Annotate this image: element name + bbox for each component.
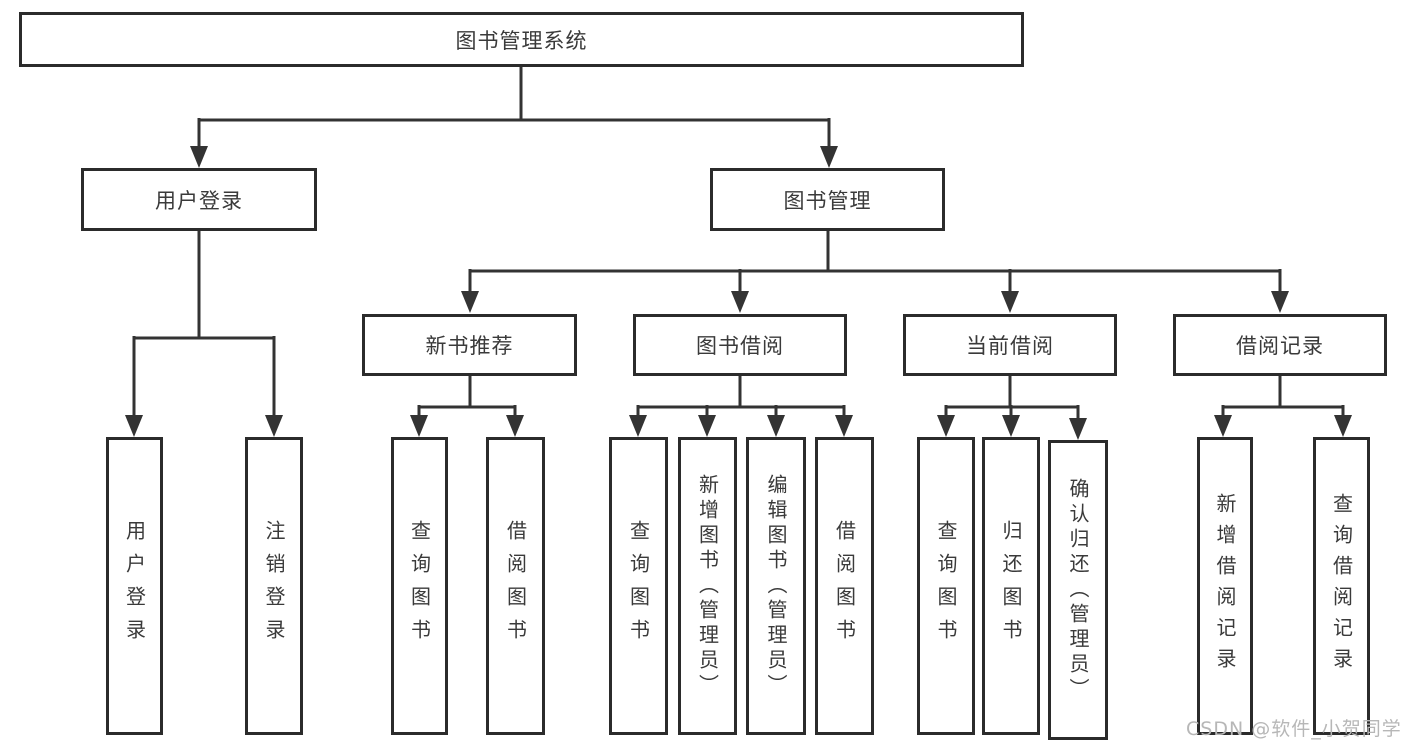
leaf-borrow-books-recommend: 借阅图书	[486, 437, 545, 735]
node-book-borrowing-label: 图书借阅	[696, 334, 784, 358]
leaf-return-book: 归还图书	[982, 437, 1040, 735]
node-current-borrowing: 当前借阅	[903, 314, 1117, 376]
leaf-user-login: 用户登录	[106, 437, 163, 735]
arrowhead-icons	[125, 146, 1352, 440]
leaf-query-books-borrowing-label: 查询图书	[626, 520, 651, 652]
node-root: 图书管理系统	[19, 12, 1024, 67]
node-user-login: 用户登录	[81, 168, 317, 231]
connector-lines	[132, 67, 1345, 423]
node-borrowing-records-label: 借阅记录	[1236, 334, 1324, 358]
leaf-add-book-admin: 新增图书（管理员）	[678, 437, 737, 735]
leaf-logout: 注销登录	[245, 437, 303, 735]
leaf-add-borrow-record: 新增借阅记录	[1197, 437, 1253, 735]
node-book-management: 图书管理	[710, 168, 945, 231]
leaf-query-borrow-record-label: 查询借阅记录	[1329, 493, 1354, 679]
node-book-management-label: 图书管理	[783, 188, 872, 213]
leaf-edit-book-admin: 编辑图书（管理员）	[746, 437, 806, 735]
node-root-label: 图书管理系统	[455, 28, 588, 53]
leaf-borrow-books-borrowing: 借阅图书	[815, 437, 874, 735]
leaf-query-books-borrowing: 查询图书	[609, 437, 668, 735]
node-current-borrowing-label: 当前借阅	[966, 334, 1054, 358]
leaf-return-book-label: 归还图书	[999, 520, 1023, 652]
node-borrowing-records: 借阅记录	[1173, 314, 1387, 376]
leaf-query-books-current: 查询图书	[917, 437, 975, 735]
node-new-book-recommend: 新书推荐	[362, 314, 577, 376]
leaf-borrow-books-borrowing-label: 借阅图书	[832, 520, 857, 652]
leaf-borrow-books-recommend-label: 借阅图书	[503, 520, 528, 652]
leaf-query-books-current-label: 查询图书	[934, 520, 958, 652]
leaf-query-books-recommend: 查询图书	[391, 437, 448, 735]
leaf-edit-book-admin-label: 编辑图书（管理员）	[764, 473, 788, 699]
leaf-add-book-admin-label: 新增图书（管理员）	[695, 473, 720, 699]
node-new-book-recommend-label: 新书推荐	[425, 334, 514, 358]
leaf-confirm-return-admin-label: 确认归还（管理员）	[1066, 477, 1090, 703]
leaf-query-borrow-record: 查询借阅记录	[1313, 437, 1370, 735]
leaf-logout-label: 注销登录	[262, 520, 286, 652]
csdn-watermark: CSDN @软件_小贺同学	[1186, 718, 1402, 740]
leaf-user-login-label: 用户登录	[122, 520, 147, 652]
leaf-confirm-return-admin: 确认归还（管理员）	[1048, 440, 1108, 740]
node-user-login-label: 用户登录	[155, 188, 243, 213]
leaf-add-borrow-record-label: 新增借阅记录	[1213, 493, 1237, 679]
leaf-query-books-recommend-label: 查询图书	[407, 520, 432, 652]
node-book-borrowing: 图书借阅	[633, 314, 847, 376]
